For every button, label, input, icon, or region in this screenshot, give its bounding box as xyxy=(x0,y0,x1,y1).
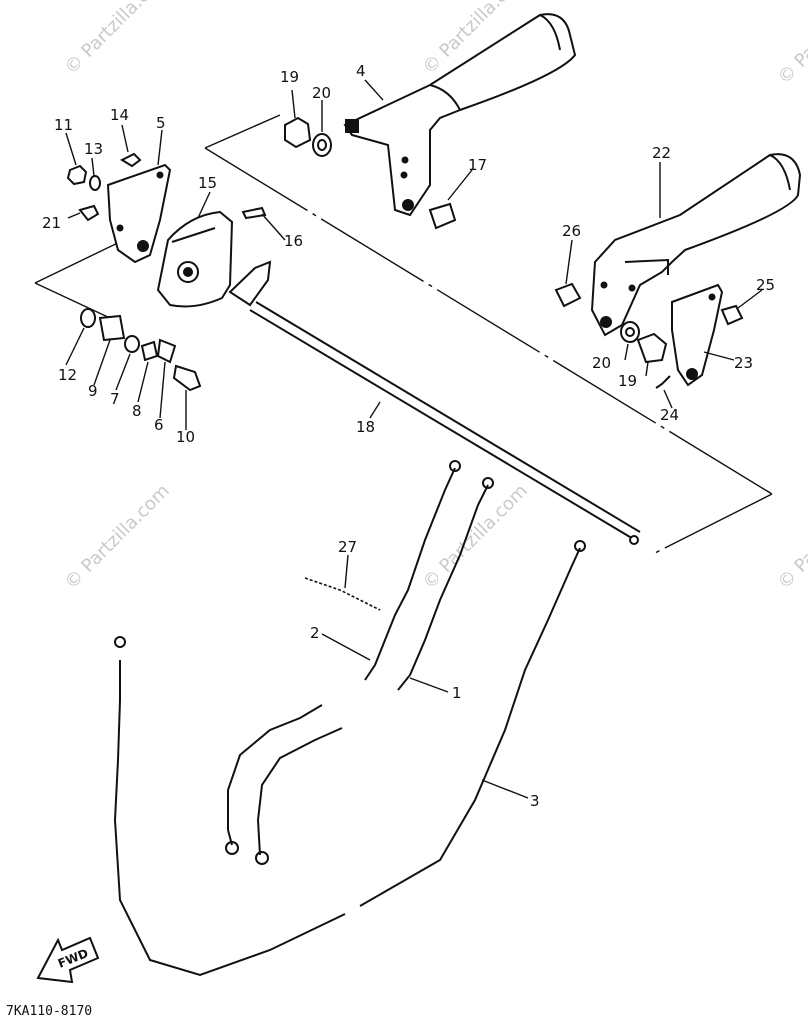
callout-20a: 20 xyxy=(312,84,331,102)
watermark: © Partzilla.com xyxy=(61,480,174,593)
diagram-code: 7KA110-8170 xyxy=(6,1004,92,1019)
callout-4: 4 xyxy=(356,62,366,80)
hardware-parts xyxy=(66,116,744,392)
bracket-part-5 xyxy=(106,163,172,264)
right-handlebar-part-22 xyxy=(590,153,802,337)
callout-19b: 19 xyxy=(618,372,637,390)
watermark: © Partzilla.com xyxy=(774,0,808,89)
left-handlebar-part-4 xyxy=(343,13,577,217)
callout-8: 8 xyxy=(132,402,142,420)
assembly-outline xyxy=(34,114,773,554)
callout-12: 12 xyxy=(58,366,77,384)
callout-18: 18 xyxy=(356,418,375,436)
callout-14: 14 xyxy=(110,106,129,124)
callout-27: 27 xyxy=(338,538,357,556)
callout-22: 22 xyxy=(652,144,671,162)
wire-part-27 xyxy=(304,577,381,611)
cable-part-1 xyxy=(255,477,494,865)
watermark: © Partzilla.com xyxy=(774,480,808,593)
watermark: © Partzilla.com xyxy=(419,480,532,593)
callout-21: 21 xyxy=(42,214,61,232)
cable-part-2 xyxy=(225,460,461,855)
callouts: 11 13 14 5 21 15 16 19 20 4 17 22 26 25 … xyxy=(42,62,775,810)
callout-2: 2 xyxy=(310,624,320,642)
callout-1: 1 xyxy=(452,684,462,702)
callout-9: 9 xyxy=(88,382,98,400)
fwd-arrow: FWD xyxy=(36,936,100,984)
callout-16: 16 xyxy=(284,232,303,250)
callout-17: 17 xyxy=(468,156,487,174)
callout-25: 25 xyxy=(756,276,775,294)
callout-20b: 20 xyxy=(592,354,611,372)
callout-6: 6 xyxy=(154,416,164,434)
leader-lines xyxy=(65,79,763,799)
bracket-part-23 xyxy=(671,283,724,387)
watermark: © Partzilla.com xyxy=(61,0,174,79)
callout-5: 5 xyxy=(156,114,166,132)
callout-11: 11 xyxy=(54,116,73,134)
cover-part-15 xyxy=(156,210,234,308)
callout-3: 3 xyxy=(530,792,540,810)
throttle-rod-part-18 xyxy=(228,260,641,545)
callout-10: 10 xyxy=(176,428,195,446)
callout-26: 26 xyxy=(562,222,581,240)
callout-23: 23 xyxy=(734,354,753,372)
callout-13: 13 xyxy=(84,140,103,158)
callout-19a: 19 xyxy=(280,68,299,86)
callout-7: 7 xyxy=(110,390,120,408)
cable-part-3 xyxy=(113,540,586,977)
callout-24: 24 xyxy=(660,406,679,424)
callout-15: 15 xyxy=(198,174,217,192)
